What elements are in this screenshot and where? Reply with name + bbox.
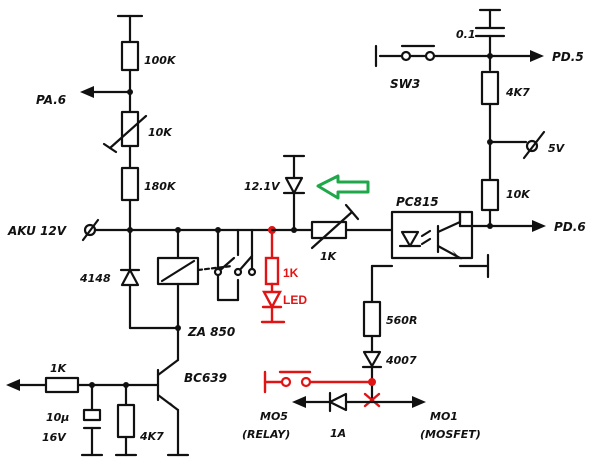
led-diode-icon <box>262 290 282 310</box>
driver-section <box>6 358 190 457</box>
resistor-180k <box>120 166 140 202</box>
label-led-1k: 1K <box>283 266 299 280</box>
capacitor-10u <box>82 408 102 422</box>
resistor-10k-right <box>480 178 500 212</box>
diode-4148-icon <box>120 268 140 287</box>
labels: 100K PA.6 10K 180K AKU 12V 4148 ZA 850 1… <box>7 28 586 444</box>
label-4007: 4007 <box>385 354 417 367</box>
resistor-4k7-bottom <box>116 403 136 439</box>
label-4k7-top: 4K7 <box>505 86 530 99</box>
pd6-arrow-icon <box>532 220 546 232</box>
label-560r: 560R <box>386 314 417 327</box>
label-bc639: BC639 <box>184 371 227 385</box>
label-180k: 180K <box>144 180 177 193</box>
diode-4007-icon <box>362 350 382 368</box>
optocoupler-pc815 <box>370 210 490 304</box>
diode-1a-icon <box>328 392 348 412</box>
pa6-arrow-icon <box>80 86 94 98</box>
label-pc815: PC815 <box>396 195 439 209</box>
potentiometer-1k <box>310 220 348 240</box>
label-pot-10k: 10K <box>148 126 173 139</box>
label-led: LED <box>283 293 307 307</box>
green-arrow-icon <box>316 174 370 200</box>
label-5v: 5V <box>548 142 566 155</box>
right-column <box>374 8 546 232</box>
label-mo1: MO1 <box>430 410 458 423</box>
sw3-switch-icon <box>400 50 412 62</box>
bottom-section <box>263 300 426 413</box>
middle-section <box>260 154 394 324</box>
pd5-arrow-icon <box>530 50 544 62</box>
label-1a: 1A <box>330 427 346 440</box>
mo1-arrow-icon <box>412 396 426 408</box>
left-column <box>80 14 274 362</box>
label-100k: 100K <box>144 54 177 67</box>
resistor-1k-base <box>44 376 80 394</box>
resistor-4k7-top <box>480 70 500 106</box>
label-pd6: PD.6 <box>554 220 586 234</box>
label-10u: 10μ <box>46 411 69 424</box>
label-pd5: PD.5 <box>552 50 584 64</box>
label-mosfet: (MOSFET) <box>420 428 481 441</box>
zener-12v-icon <box>284 176 304 195</box>
label-pot-1k: 1K <box>320 250 338 263</box>
resistor-100k <box>120 40 140 72</box>
label-mo5: MO5 <box>260 410 288 423</box>
label-1k-base: 1K <box>50 362 68 375</box>
label-aku: AKU 12V <box>7 224 68 238</box>
input-arrow-icon <box>6 379 20 391</box>
label-4k7-bottom: 4K7 <box>139 430 164 443</box>
label-12v: 12.1V <box>244 180 281 193</box>
label-4148: 4148 <box>79 272 111 285</box>
label-pa6: PA.6 <box>36 93 66 107</box>
label-relay: (RELAY) <box>242 428 290 441</box>
label-01: 0.1 <box>456 28 476 41</box>
label-10k-right: 10K <box>506 188 531 201</box>
label-sw3: SW3 <box>390 77 420 91</box>
resistor-560r <box>362 300 382 338</box>
label-16v: 16V <box>42 431 67 444</box>
resistor-1k-led <box>264 256 280 286</box>
mo5-arrow-icon <box>292 396 306 408</box>
label-za850: ZA 850 <box>187 325 235 339</box>
red-switch-icon <box>280 376 292 388</box>
